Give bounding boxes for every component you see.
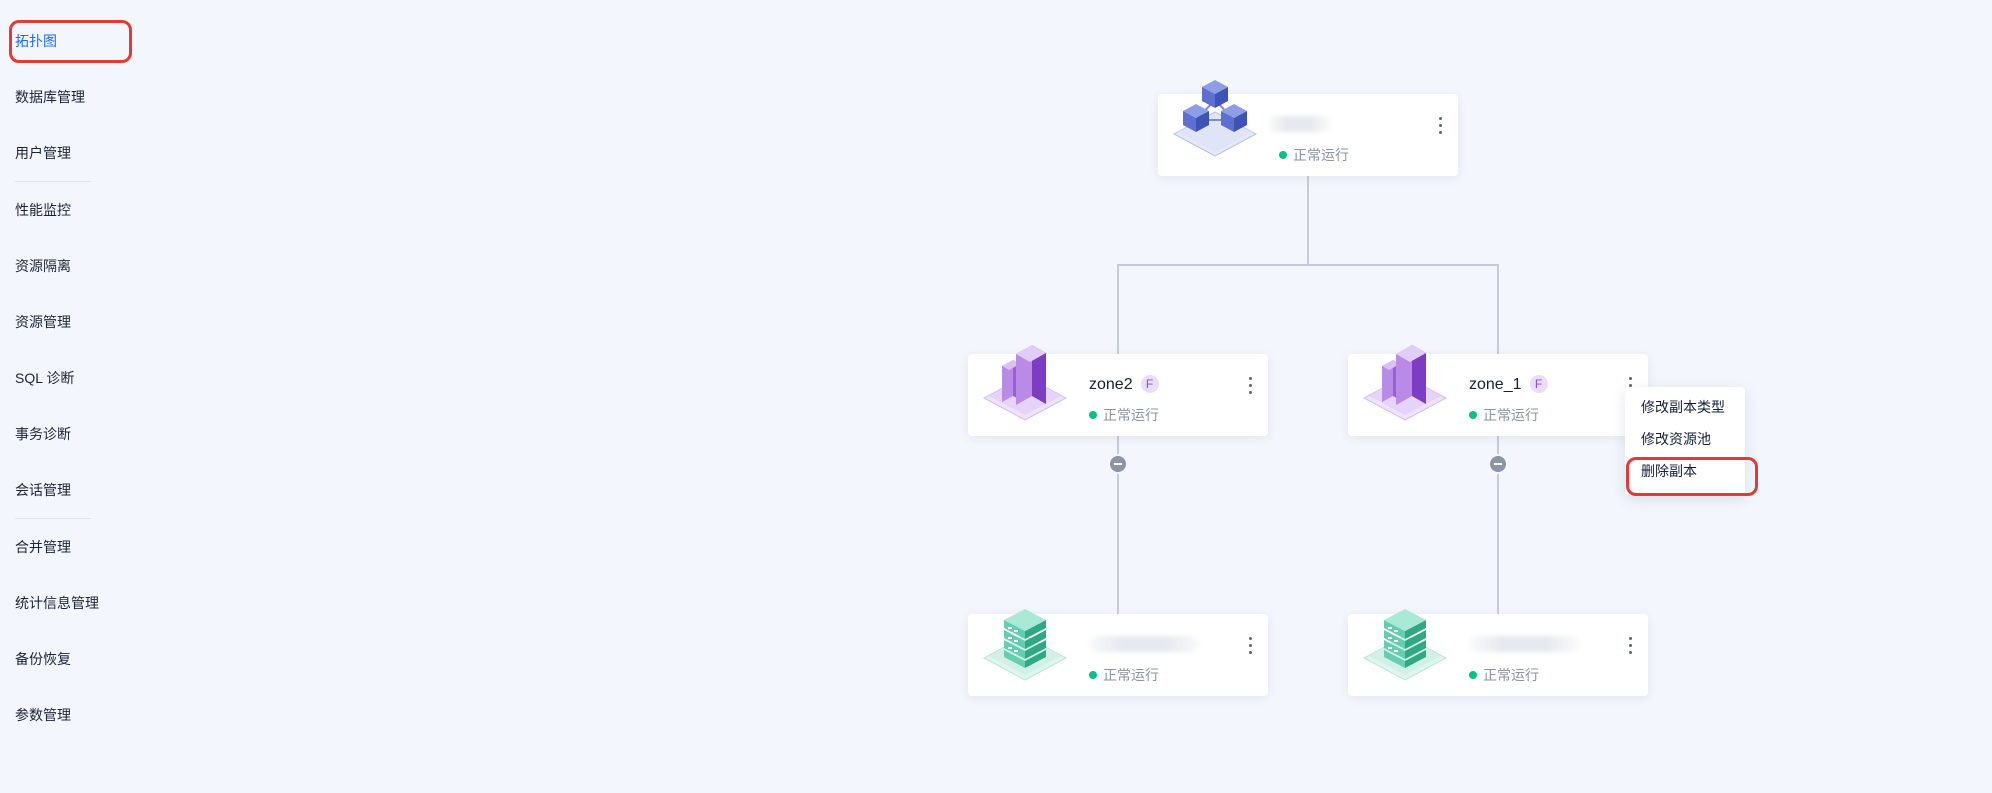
server-stack-icon	[1362, 609, 1448, 681]
sidebar: 拓扑图 数据库管理 用户管理 性能监控 资源隔离 资源管理 SQL 诊断 事务诊…	[0, 0, 140, 793]
sidebar-item-backup-restore[interactable]: 备份恢复	[15, 651, 71, 667]
zone1-status: 正常运行	[1469, 406, 1539, 424]
server-stack-icon	[982, 609, 1068, 681]
connector-root	[1307, 175, 1309, 266]
sidebar-item-performance-monitor[interactable]: 性能监控	[15, 202, 71, 218]
zone2-more-icon[interactable]	[1244, 374, 1256, 396]
menu-item-modify-resource-pool[interactable]: 修改资源池	[1641, 431, 1711, 447]
sidebar-item-transaction-diagnosis[interactable]: 事务诊断	[15, 426, 71, 442]
menu-item-delete-replica[interactable]: 删除副本	[1641, 463, 1697, 479]
sidebar-item-session-management[interactable]: 会话管理	[15, 482, 71, 498]
server-address-redacted	[1469, 636, 1579, 652]
cluster-cubes-icon	[1172, 80, 1258, 157]
status-ok-dot	[1469, 671, 1477, 679]
server-status-left: 正常运行	[1089, 666, 1159, 684]
server-left-more-icon[interactable]	[1244, 634, 1256, 656]
zone-context-menu: 修改副本类型 修改资源池 删除副本	[1625, 387, 1745, 495]
status-ok-dot	[1089, 411, 1097, 419]
sidebar-divider	[15, 518, 91, 519]
zone-building-icon	[982, 345, 1068, 421]
collapse-zone2-button[interactable]	[1108, 454, 1128, 474]
zone2-status: 正常运行	[1089, 406, 1159, 424]
cluster-status: 正常运行	[1279, 146, 1349, 164]
sidebar-item-parameter-management[interactable]: 参数管理	[15, 707, 71, 723]
collapse-zone1-button[interactable]	[1488, 454, 1508, 474]
server-node-card-left[interactable]: 正常运行	[968, 609, 1268, 696]
connector-server-left	[1117, 434, 1119, 614]
connector-server-right	[1497, 434, 1499, 614]
sidebar-item-resource-isolation[interactable]: 资源隔离	[15, 258, 71, 274]
cluster-more-icon[interactable]	[1434, 114, 1446, 136]
menu-item-modify-replica-type[interactable]: 修改副本类型	[1641, 399, 1725, 415]
sidebar-divider	[15, 181, 91, 182]
status-ok-dot	[1469, 411, 1477, 419]
sidebar-item-sql-diagnosis[interactable]: SQL 诊断	[15, 370, 75, 386]
cluster-name-redacted	[1268, 116, 1330, 132]
full-replica-badge: F	[1529, 375, 1548, 393]
connector-horizontal	[1117, 264, 1499, 266]
connector-zone2	[1117, 264, 1119, 354]
full-replica-badge: F	[1140, 375, 1159, 393]
server-address-redacted	[1089, 636, 1199, 652]
sidebar-item-resource-management[interactable]: 资源管理	[15, 314, 71, 330]
server-right-more-icon[interactable]	[1624, 634, 1636, 656]
sidebar-item-database-management[interactable]: 数据库管理	[15, 89, 85, 105]
status-ok-dot	[1089, 671, 1097, 679]
sidebar-item-statistics-management[interactable]: 统计信息管理	[15, 595, 99, 611]
status-ok-dot	[1279, 151, 1287, 159]
server-node-card-right[interactable]: 正常运行	[1348, 609, 1648, 696]
sidebar-item-topology[interactable]: 拓扑图	[15, 33, 57, 49]
connector-zone1	[1497, 264, 1499, 354]
cluster-node-card[interactable]: 正常运行	[1158, 80, 1458, 176]
sidebar-item-merge-management[interactable]: 合并管理	[15, 539, 71, 555]
zone-building-icon	[1362, 345, 1448, 421]
server-status-right: 正常运行	[1469, 666, 1539, 684]
sidebar-item-user-management[interactable]: 用户管理	[15, 145, 71, 161]
